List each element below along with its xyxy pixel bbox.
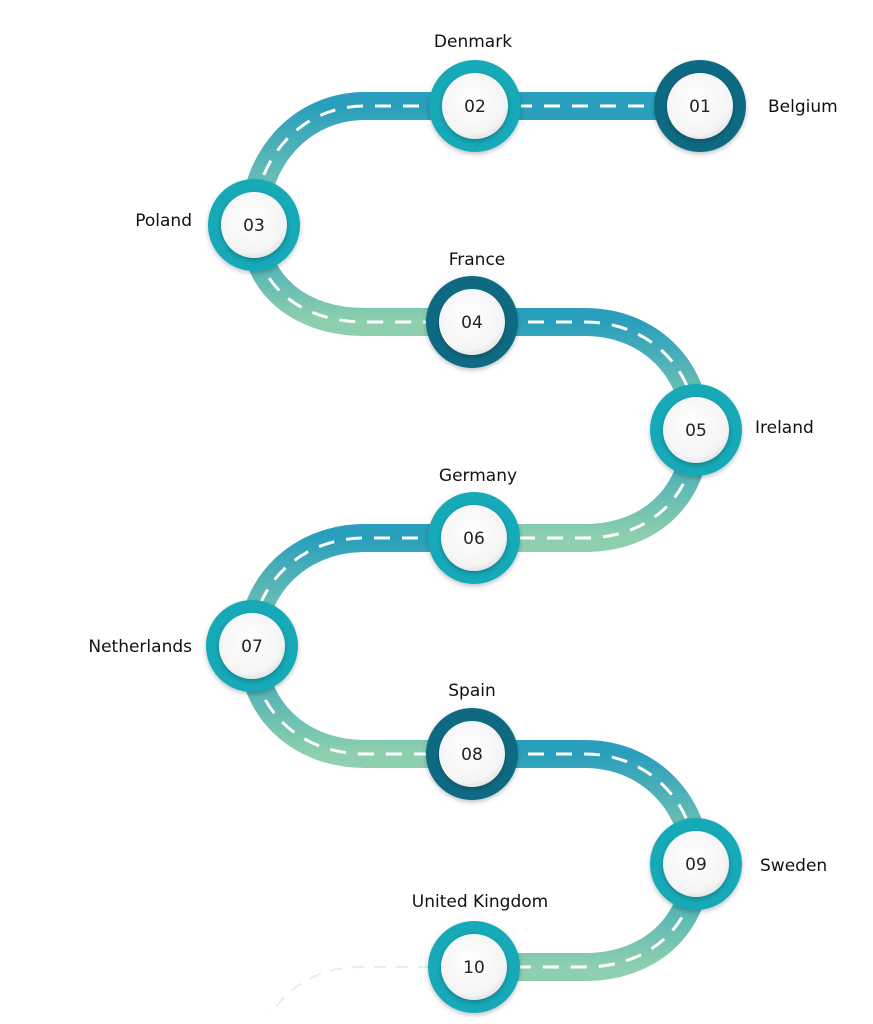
milestone-08: 08 Spain (426, 681, 518, 800)
milestone-face (221, 192, 287, 258)
milestone-face (219, 613, 285, 679)
milestone-face (441, 505, 507, 571)
milestone-label: France (449, 250, 506, 270)
milestone-label: Netherlands (88, 637, 192, 657)
milestone-face (439, 289, 505, 355)
milestone-face (441, 934, 507, 1000)
milestone-number: 03 (243, 216, 265, 236)
milestone-label: Poland (135, 211, 192, 231)
milestone-label: Ireland (755, 418, 814, 438)
milestone-05: 05 Ireland (650, 384, 814, 476)
milestone-label: Sweden (760, 856, 827, 876)
milestone-label: Germany (439, 466, 517, 486)
milestone-number: 09 (685, 855, 707, 875)
milestone-number: 04 (461, 313, 483, 333)
milestone-number: 05 (685, 421, 707, 441)
milestone-09: 09 Sweden (650, 818, 827, 910)
milestone-number: 06 (463, 529, 485, 549)
milestone-number: 02 (464, 97, 486, 117)
milestone-label: Spain (448, 681, 496, 701)
milestone-number: 10 (463, 958, 485, 978)
milestone-number: 07 (241, 637, 263, 657)
milestone-label: Belgium (768, 97, 838, 117)
milestone-face (667, 73, 733, 139)
milestone-02: 02 Denmark (429, 32, 521, 152)
milestone-07: 07 Netherlands (88, 600, 298, 692)
milestone-label: United Kingdom (412, 892, 548, 912)
milestone-10: 10 United Kingdom (412, 892, 548, 1013)
milestone-04: 04 France (426, 250, 518, 368)
milestone-03: 03 Poland (135, 179, 300, 271)
milestone-face (663, 397, 729, 463)
milestone-06: 06 Germany (428, 466, 520, 584)
milestones: 01 Belgium 02 Denmark 03 Poland 04 Franc… (88, 32, 838, 1013)
milestone-face (439, 721, 505, 787)
milestone-label: Denmark (434, 32, 512, 52)
milestone-face (663, 831, 729, 897)
milestone-01: 01 Belgium (654, 60, 838, 152)
milestone-face (442, 73, 508, 139)
milestone-number: 08 (461, 745, 483, 765)
milestone-number: 01 (689, 97, 711, 117)
road-fade-tail (269, 966, 474, 1016)
